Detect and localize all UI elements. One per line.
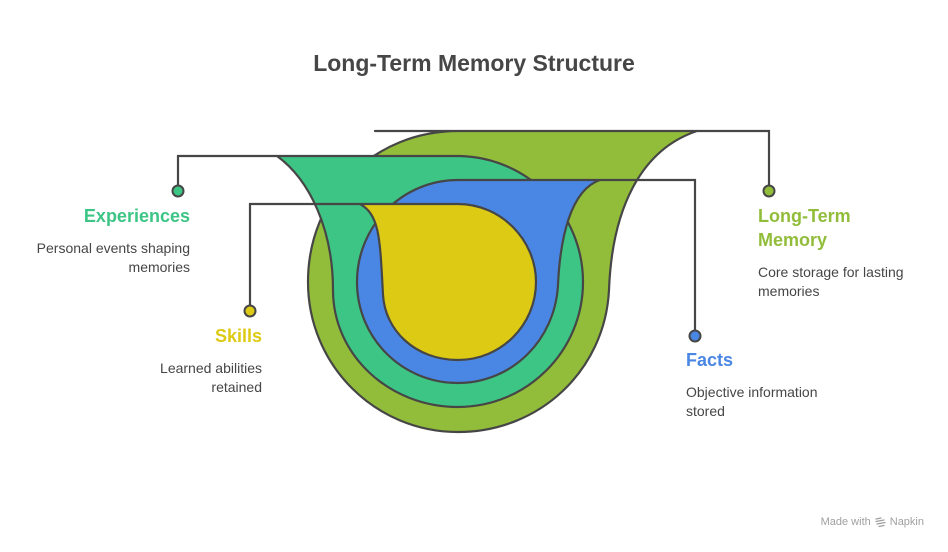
long-term-memory-description-line2: memories: [758, 283, 820, 299]
long-term-memory-title-line1: Long-Term: [758, 206, 851, 226]
skills-connector: [248, 202, 360, 305]
long-term-memory-description: Core storage for lasting memories: [758, 263, 943, 301]
facts-description-line1: Objective information: [686, 384, 818, 400]
facts-description-line2: stored: [686, 403, 725, 419]
long-term-memory-title: Long-Term Memory: [758, 204, 938, 252]
napkin-brand-text: Napkin: [889, 516, 924, 528]
skills-description-line2: retained: [211, 379, 262, 395]
facts-title: Facts: [686, 350, 734, 370]
experiences-title: Experiences: [83, 206, 190, 226]
experiences-description-line2: memories: [128, 259, 190, 275]
napkin-logo-icon: [875, 516, 886, 527]
made-with-text: Made with: [820, 516, 871, 528]
experiences-description-line1: Personal events shaping: [36, 240, 190, 256]
page-title: Long-Term Memory Structure: [313, 50, 635, 76]
long-term-memory-title-line2: Memory: [758, 230, 828, 250]
facts-dot: [688, 329, 702, 343]
experiences-description: Personal events shaping memories: [10, 239, 190, 277]
facts-description: Objective information stored: [686, 383, 866, 421]
skills-shape[interactable]: [358, 202, 538, 362]
skills-dot: [243, 304, 257, 318]
long-term-dot: [762, 184, 776, 198]
experiences-dot: [171, 184, 185, 198]
long-term-connector: [697, 129, 771, 185]
facts-connector: [600, 178, 697, 330]
experiences-connector: [176, 154, 277, 185]
long-term-memory-description-line1: Core storage for lasting: [758, 264, 904, 280]
made-with-napkin-footer[interactable]: Made with Napkin: [821, 516, 924, 528]
skills-description-line1: Learned abilities: [160, 360, 262, 376]
skills-title: Skills: [214, 326, 262, 346]
skills-description: Learned abilities retained: [100, 359, 262, 397]
